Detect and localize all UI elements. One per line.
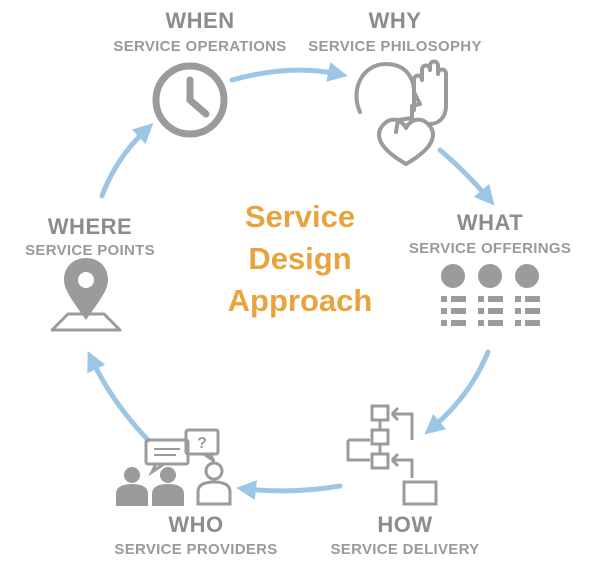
what-subtitle: SERVICE OFFERINGS <box>408 240 572 257</box>
arrow-why-to-what <box>437 147 495 206</box>
center-title-line1: Service <box>244 199 356 234</box>
how-subtitle: SERVICE DELIVERY <box>330 541 480 558</box>
arrow-how-to-who <box>236 480 343 501</box>
head-hand-heart-icon <box>354 59 448 166</box>
cycle-arrows <box>87 62 495 501</box>
where-subtitle: SERVICE POINTS <box>25 242 155 259</box>
flowchart-icon <box>346 404 438 506</box>
svg-text:?: ? <box>197 435 207 452</box>
center-title-line2: Design <box>248 241 352 276</box>
arrow-who-to-where <box>87 350 151 443</box>
why-title: WHY <box>368 8 422 33</box>
who-title: WHO <box>168 512 224 537</box>
when-subtitle: SERVICE OPERATIONS <box>113 38 287 55</box>
people-chat-icon: ? <box>116 428 232 506</box>
arrow-when-to-why <box>229 62 348 83</box>
arrow-where-to-when <box>99 123 154 199</box>
how-title: HOW <box>377 512 433 537</box>
where-title: WHERE <box>47 214 133 239</box>
offerings-grid-icon <box>441 264 540 326</box>
center-title-line3: Approach <box>227 283 373 318</box>
who-subtitle: SERVICE PROVIDERS <box>114 541 278 558</box>
why-subtitle: SERVICE PHILOSOPHY <box>308 38 482 55</box>
arrow-what-to-how <box>424 349 491 435</box>
when-title: WHEN <box>165 8 235 33</box>
clock-icon <box>152 62 228 138</box>
what-title: WHAT <box>456 210 524 235</box>
location-pin-icon <box>50 258 122 332</box>
